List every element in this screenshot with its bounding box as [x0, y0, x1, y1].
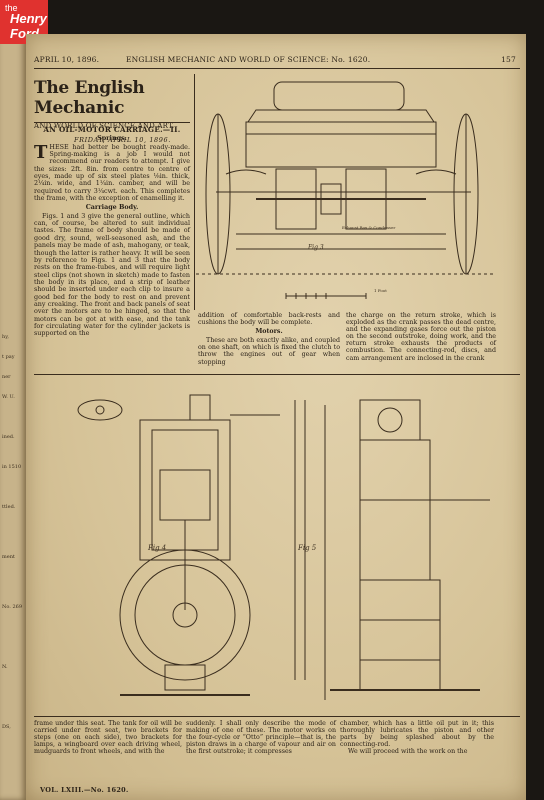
drop-cap: T	[34, 141, 48, 163]
henry-ford-logo: the Henry Ford	[0, 0, 48, 44]
mid-column-2: the charge on the return stroke, which i…	[346, 312, 496, 362]
page-number: 157	[501, 55, 516, 64]
bottom-rule	[34, 716, 520, 717]
scale-label: 1 Foot	[374, 288, 387, 293]
paragraph-carriage-body: Figs. 1 and 3 give the general outline, …	[34, 211, 190, 338]
bottom-column-2-text: suddenly. I shall only describe the mode…	[186, 720, 336, 756]
footer-volume: VOL. LXIII.—No. 1620.	[40, 786, 129, 794]
figure-3-carriage-rear-view: Fig 3 Exhaust Box & Condenser 1 Foot	[196, 74, 522, 310]
masthead-subtitle: AND WORLD OF SCIENCE AND ART.	[34, 122, 175, 130]
newspaper-page	[26, 34, 526, 800]
figure-3-label: Fig 3	[307, 244, 324, 251]
section-heading-carriage-body: Carriage Body.	[85, 203, 139, 212]
figure-3-note: Exhaust Box & Condenser	[342, 225, 395, 230]
column-rule-1	[194, 74, 195, 310]
figure-4-5-engine-sections: Fig 4 Fig 5	[60, 380, 500, 710]
header-title: ENGLISH MECHANIC AND WORLD OF SCIENCE: N…	[126, 55, 371, 64]
section-heading-springs: Springs.	[97, 134, 127, 143]
article-title: AN OIL-MOTOR CARRIAGE.—II.	[43, 125, 181, 134]
running-header: APRIL 10, 1896. ENGLISH MECHANIC AND WOR…	[34, 55, 520, 67]
mid-column-1-motors-text: These are both exactly alike, and couple…	[198, 337, 340, 366]
bottom-column-1-text: frame under this seat. The tank for oil …	[34, 720, 182, 756]
mid-column-1-text: addition of comfortable back-rests and c…	[198, 312, 340, 327]
adjacent-page-strip: hy, t pay ner W. U. ined. in 1510 ttled.…	[0, 34, 26, 800]
masthead: The English Mechanic AND WORLD OF SCIENC…	[34, 78, 194, 144]
mid-column-1: addition of comfortable back-rests and c…	[198, 312, 340, 366]
masthead-rule	[34, 122, 190, 123]
header-date: APRIL 10, 1896.	[34, 55, 100, 64]
header-rule	[34, 68, 520, 69]
bottom-column-3-text: chamber, which has a little oil put in i…	[340, 720, 494, 749]
masthead-dateline: FRIDAY, APRIL 10, 1896.	[74, 136, 171, 144]
bottom-column-3: chamber, which has a little oil put in i…	[340, 720, 494, 755]
paragraph-springs: HESE had better be bought ready-made. Sp…	[34, 142, 190, 203]
bottom-column-2: suddenly. I shall only describe the mode…	[186, 720, 336, 755]
figure-rule	[34, 374, 520, 375]
section-heading-motors: Motors.	[255, 328, 283, 336]
figure-5-label: Fig 5	[297, 544, 317, 552]
bottom-column-1: frame under this seat. The tank for oil …	[34, 720, 182, 755]
bottom-column-3-continuation: We will proceed with the work on the	[348, 748, 468, 756]
figure-4-label: Fig 4	[147, 544, 166, 552]
mid-column-2-text: the charge on the return stroke, which i…	[346, 312, 496, 362]
masthead-name: The English Mechanic	[34, 78, 145, 118]
